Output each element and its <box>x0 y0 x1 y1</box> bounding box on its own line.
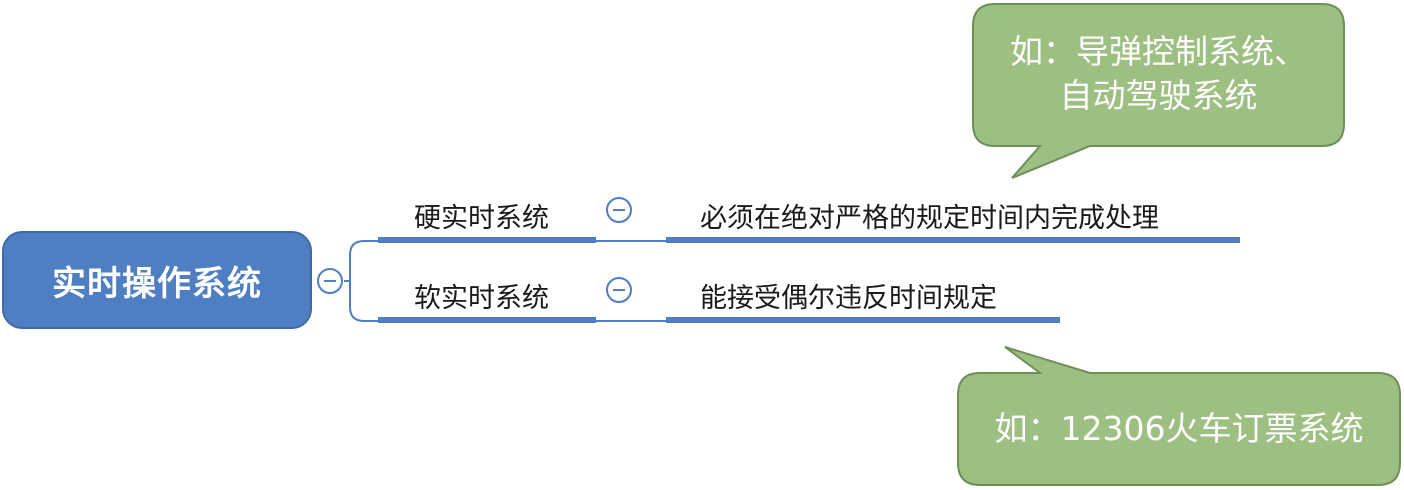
callout-bubble-soft <box>957 346 1401 486</box>
minus-icon <box>324 280 336 282</box>
branch-soft-collapse-button[interactable] <box>606 277 632 303</box>
root-node-label: 实时操作系统 <box>52 263 262 304</box>
callout-hard-line2: 自动驾驶系统 <box>1059 76 1258 115</box>
minus-icon <box>613 209 625 211</box>
callout-soft-line1: 如：12306火车订票系统 <box>994 409 1364 448</box>
detail-underline-soft <box>666 317 1060 323</box>
callout-soft-text: 如：12306火车订票系统 <box>958 407 1400 451</box>
detail-soft-realtime[interactable]: 能接受偶尔违反时间规定 <box>700 283 997 314</box>
root-node[interactable]: 实时操作系统 <box>2 231 312 329</box>
minus-icon <box>613 289 625 291</box>
branch-hard-collapse-button[interactable] <box>606 197 632 223</box>
detail-hard-realtime[interactable]: 必须在绝对严格的规定时间内完成处理 <box>700 203 1159 234</box>
branch-soft-realtime[interactable]: 软实时系统 <box>414 283 549 314</box>
branch-underline-hard <box>378 237 596 243</box>
root-collapse-button[interactable] <box>317 268 343 294</box>
branch-underline-soft <box>378 317 596 323</box>
callout-bubble-hard <box>972 3 1345 179</box>
callout-hard-line1: 如：导弹控制系统、 <box>1010 32 1307 71</box>
callout-hard-text: 如：导弹控制系统、 自动驾驶系统 <box>973 30 1344 118</box>
detail-underline-hard <box>666 237 1240 243</box>
branch-hard-realtime[interactable]: 硬实时系统 <box>414 203 549 234</box>
connector-root-to-branches <box>344 240 666 322</box>
